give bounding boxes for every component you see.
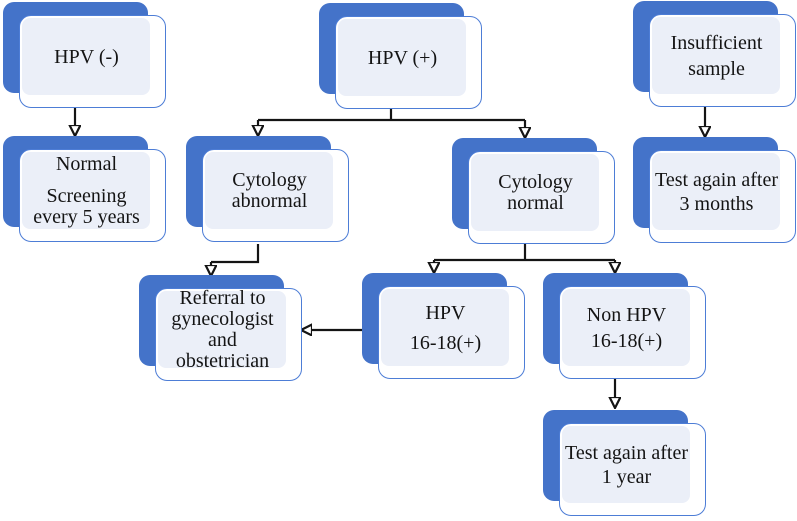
node-label-line: 16-18(+) [409, 332, 482, 354]
node-panel [652, 17, 780, 94]
connector-cytology-normal-split [434, 244, 615, 262]
node-label: Test again after 1 year [560, 424, 693, 506]
node-card: Cytology normal [468, 151, 615, 244]
node-card: Normal Screening every 5 years [19, 149, 166, 242]
node-label-line: HPV (+) [367, 46, 438, 69]
node-label: HPV 16-18(+) [379, 287, 512, 369]
node-label-line: sample [688, 58, 745, 80]
node-panel [205, 152, 333, 229]
node-label: Normal Screening every 5 years [20, 150, 153, 232]
node-hpv-positive: HPV (+) [319, 3, 483, 110]
node-hpv-16-18-positive: HPV 16-18(+) [362, 273, 526, 380]
node-test-again-1-year: Test again after 1 year [543, 410, 707, 517]
node-label-line: Insufficient [670, 32, 763, 54]
node-panel [158, 291, 286, 368]
node-card: HPV 16-18(+) [378, 286, 525, 379]
node-label: Cytology abnormal [203, 150, 336, 232]
node-label-line: Cytology [232, 169, 307, 191]
node-label-line: HPV (-) [54, 45, 119, 68]
node-hpv-negative: HPV (-) [3, 2, 167, 109]
node-test-again-3-months: Test again after 3 months [633, 137, 797, 244]
node-label-line: normal [507, 192, 564, 214]
node-card: Test again after 1 year [559, 423, 706, 516]
node-panel [22, 152, 150, 229]
node-label: HPV (-) [20, 16, 153, 98]
connector-cytology-abnormal-elbow [211, 244, 260, 264]
node-card: HPV (+) [335, 16, 482, 109]
node-label-line: 16-18(+) [590, 330, 663, 352]
node-card: Non HPV 16-18(+) [559, 286, 706, 379]
node-label-line: every 5 years [33, 206, 140, 228]
node-referral-gynecologist: Referral to gynecologist and obstetricia… [139, 275, 303, 382]
node-card: Test again after 3 months [649, 150, 796, 243]
node-non-hpv-16-18-positive: Non HPV 16-18(+) [543, 273, 707, 380]
node-panel [471, 154, 599, 231]
node-label: Insufficient sample [650, 15, 783, 97]
node-label-line: 3 months [679, 193, 754, 215]
node-insufficient-sample: Insufficient sample [633, 1, 797, 108]
node-normal-screening: Normal Screening every 5 years [3, 136, 167, 243]
node-panel [652, 153, 780, 230]
node-panel [381, 289, 509, 366]
node-label-line: Screening [46, 185, 127, 207]
node-label: Test again after 3 months [650, 151, 783, 233]
node-cytology-abnormal: Cytology abnormal [186, 136, 350, 243]
node-label-line: 1 year [601, 466, 652, 488]
node-label-line: abnormal [231, 190, 308, 212]
node-label-line: gynecologist [171, 308, 274, 330]
node-label-line: obstetrician [175, 350, 270, 372]
node-panel [562, 426, 690, 503]
node-card: HPV (-) [19, 15, 166, 108]
node-panel [338, 19, 466, 96]
node-label-line: Referral to [179, 287, 266, 309]
node-panel [22, 18, 150, 95]
node-label: Non HPV 16-18(+) [560, 287, 693, 369]
node-label: HPV (+) [336, 17, 469, 99]
node-label-line: Cytology [498, 171, 573, 193]
node-label: Cytology normal [469, 152, 602, 234]
node-card: Insufficient sample [649, 14, 796, 107]
node-label: Referral to gynecologist and obstetricia… [156, 287, 289, 372]
node-panel [562, 289, 690, 366]
node-card: Cytology abnormal [202, 149, 349, 242]
node-label-line: and [208, 329, 237, 351]
node-label-line: Non HPV [586, 304, 667, 326]
node-card: Referral to gynecologist and obstetricia… [155, 288, 302, 381]
node-label-line: Test again after [565, 442, 688, 464]
node-cytology-normal: Cytology normal [452, 138, 616, 245]
node-label-line: HPV [425, 302, 466, 324]
node-label-line: Test again after [655, 169, 778, 191]
node-label-line: Normal [55, 153, 118, 175]
